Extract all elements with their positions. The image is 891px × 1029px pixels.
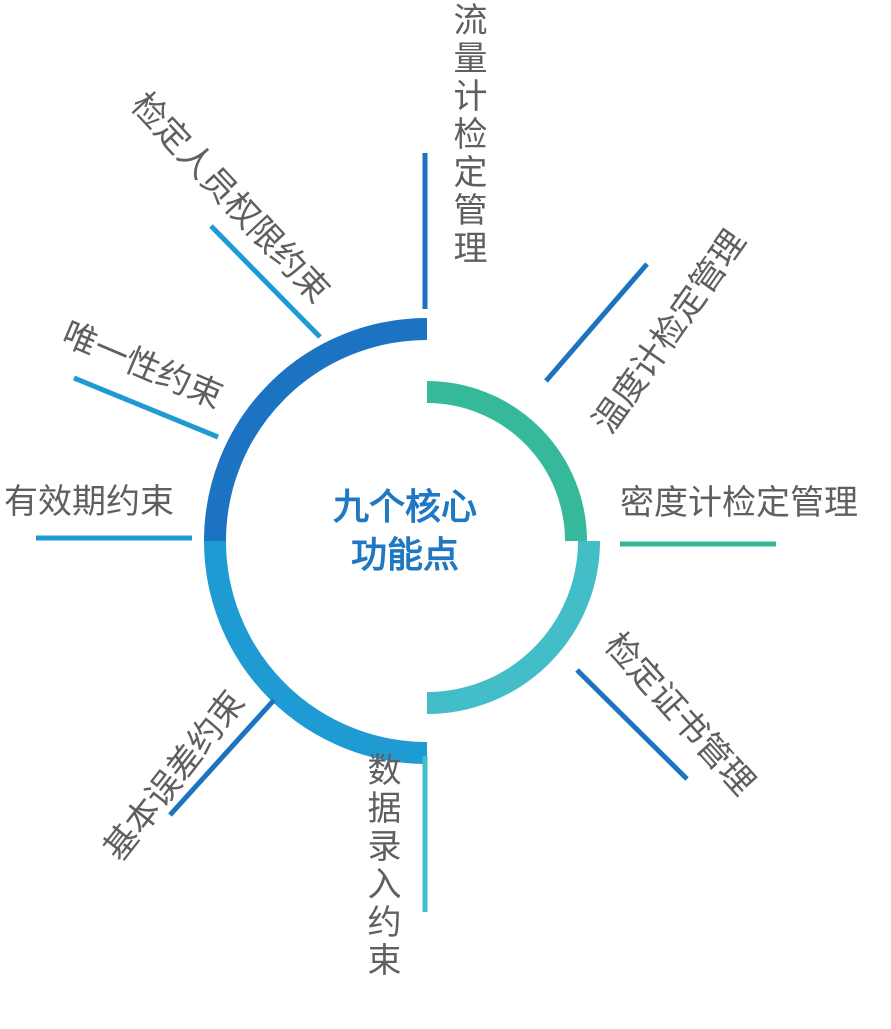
connector-basic-error xyxy=(168,698,276,817)
label-validity: 有效期约束 xyxy=(4,482,174,522)
outer-ring-left-top xyxy=(204,318,428,542)
center-title: 九个核心 功能点 xyxy=(270,484,540,580)
label-density-meter: 密度计检定管理 xyxy=(620,483,858,523)
center-title-line2: 功能点 xyxy=(350,535,459,576)
outer-ring-left-bottom xyxy=(204,540,428,764)
connector-temperature xyxy=(544,262,649,383)
center-title-line1: 九个核心 xyxy=(332,487,477,528)
connector-certificate xyxy=(575,668,689,781)
connector-personnel xyxy=(209,224,322,339)
label-data-entry: 数据录入约束 xyxy=(361,752,401,980)
connector-uniqueness xyxy=(73,375,219,440)
inner-ring-bottom-right xyxy=(426,540,600,714)
label-flow-meter: 流量计检定管理 xyxy=(447,2,487,268)
inner-ring-top-right xyxy=(426,381,587,542)
